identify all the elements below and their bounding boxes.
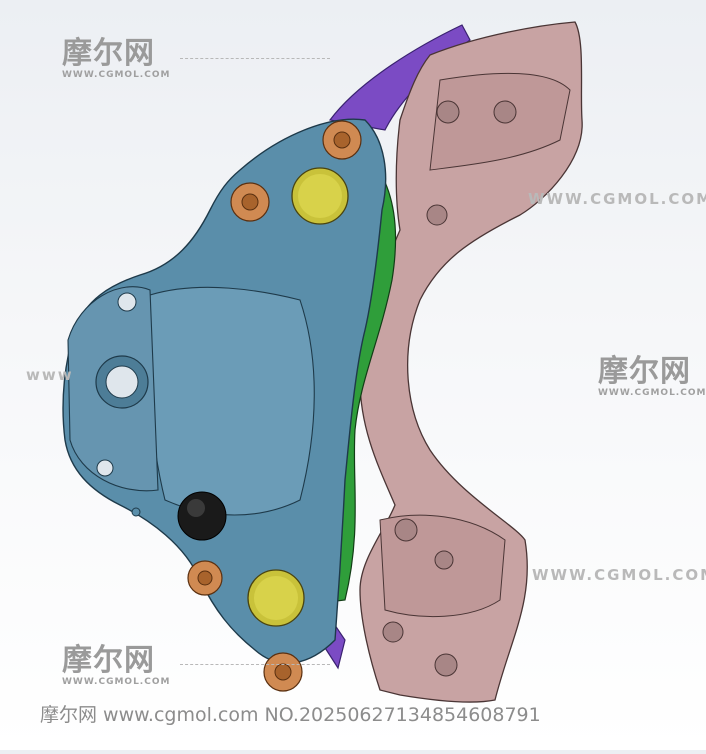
- bracket-hole: [426, 204, 448, 226]
- bracket-hole: [434, 550, 454, 570]
- mount-hole: [117, 292, 137, 312]
- piston-cap-top: [298, 174, 342, 218]
- watermark-divider: [180, 58, 330, 59]
- bracket-hole: [436, 100, 460, 124]
- bracket-hole: [493, 100, 517, 124]
- watermark-side-url: WWW.CGMOL.COM: [532, 566, 706, 584]
- watermark-brand: 摩尔网: [62, 643, 155, 678]
- watermark-url: WWW.CGMOL.COM: [62, 677, 171, 687]
- footer-caption: 摩尔网 www.cgmol.com NO.2025062713485460879…: [40, 704, 541, 726]
- watermark-url: WWW.CGMOL.COM: [598, 388, 706, 398]
- shim-plate: [328, 24, 471, 131]
- bolt-socket: [241, 193, 259, 211]
- caliper-housing-face: [147, 286, 315, 516]
- mount-hole: [96, 459, 114, 477]
- watermark-side-url: WWW.CGMOL.COM: [528, 190, 706, 208]
- watermark-brand: 摩尔网: [62, 36, 155, 71]
- watermark-url: WWW.CGMOL.COM: [62, 70, 171, 80]
- watermark-top-left: 摩尔网 WWW.CGMOL.COM: [62, 38, 170, 81]
- watermark-bottom-left: 摩尔网 WWW.CGMOL.COM: [62, 645, 170, 688]
- watermark-right: 摩尔网 WWW.CGMOL.COM: [598, 356, 706, 399]
- bleed-cap-highlight: [187, 499, 205, 517]
- bracket-hole: [434, 653, 458, 677]
- bolt-socket: [333, 131, 351, 149]
- watermark-brand: 摩尔网: [598, 354, 691, 389]
- watermark-side-partial: www: [26, 366, 74, 384]
- fitting-pin: [131, 507, 141, 517]
- piston-cap-top: [254, 576, 298, 620]
- bracket-hole: [382, 621, 404, 643]
- bleed-cap: [177, 491, 227, 541]
- bracket-hole: [394, 518, 418, 542]
- bolt-socket: [274, 663, 292, 681]
- mount-hole-inner: [105, 365, 139, 399]
- bolt-socket: [197, 570, 213, 586]
- watermark-divider: [180, 664, 330, 665]
